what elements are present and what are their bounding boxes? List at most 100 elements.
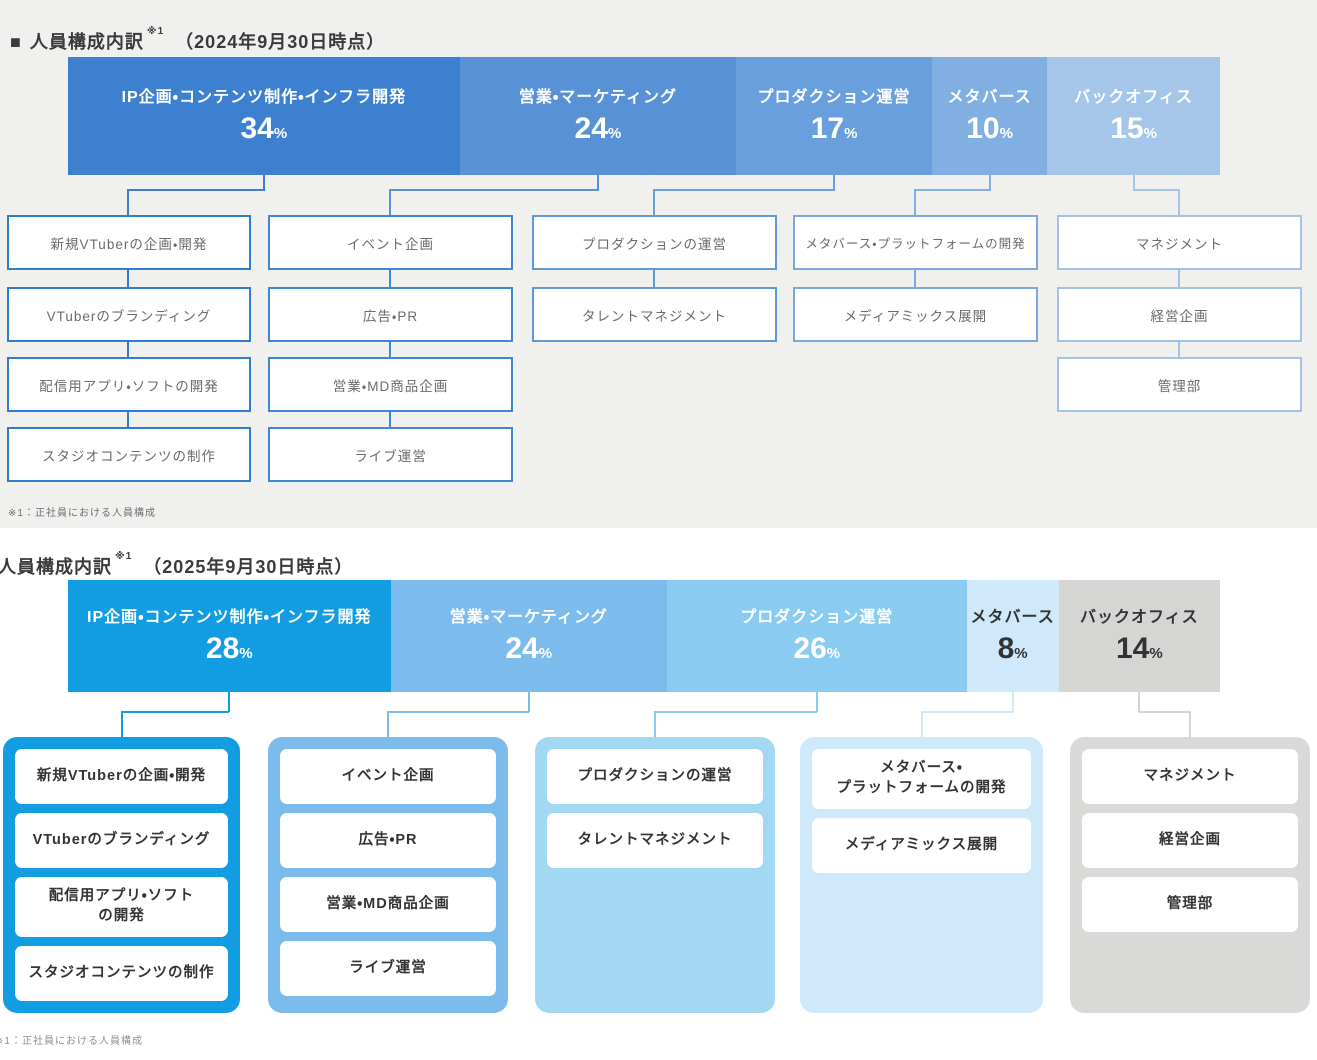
segment-percent: 26%	[793, 632, 841, 665]
breakdown-container: メタバース・ プラットフォームの開発 メディアミックス展開	[800, 737, 1043, 1013]
segment-label: 営業・マーケティング	[518, 89, 677, 106]
connector	[921, 711, 923, 737]
org-box: イベント企画	[280, 749, 496, 804]
org-box: マネジメント	[1057, 215, 1302, 270]
connector	[528, 692, 530, 712]
connector	[654, 189, 835, 191]
title-text: 人員構成内訳	[0, 556, 112, 577]
title-date: （2024年9月30日時点）	[175, 31, 386, 52]
org-box: メディアミックス展開	[793, 287, 1038, 342]
connector	[127, 270, 129, 287]
breakdown-container: プロダクションの運営 タレントマネジメント	[535, 737, 775, 1013]
segment-percent: 28%	[205, 632, 253, 665]
segment-label: バックオフィス	[1074, 89, 1193, 106]
segment-label: 営業・マーケティング	[449, 609, 608, 626]
org-box: 経営企画	[1082, 813, 1298, 868]
connector	[1133, 175, 1135, 191]
connector	[127, 189, 129, 215]
bar-segment: IP企画・コンテンツ制作・インフラ開発 28%	[68, 580, 391, 692]
org-box: タレントマネジメント	[532, 287, 777, 342]
org-box: プロダクションの運営	[547, 749, 763, 804]
segment-percent: 14%	[1115, 632, 1163, 665]
segment-label: IP企画・コンテンツ制作・インフラ開発	[87, 609, 372, 626]
segment-label: メタバース	[947, 89, 1032, 106]
bar-segment: メタバース 10%	[931, 57, 1048, 175]
connector	[816, 692, 818, 712]
segment-label: プロダクション運営	[740, 609, 894, 626]
segment-label: プロダクション運営	[757, 89, 911, 106]
connector	[597, 175, 599, 191]
connector	[1138, 692, 1140, 712]
connector	[833, 175, 835, 191]
org-box: メディアミックス展開	[812, 818, 1031, 873]
connector	[1178, 342, 1180, 357]
connector	[121, 711, 123, 737]
bar-segment: バックオフィス 14%	[1058, 580, 1220, 692]
bar-segment: プロダクション運営 17%	[736, 57, 932, 175]
org-box: VTuberのブランディング	[7, 287, 251, 342]
connector	[654, 711, 656, 737]
connector	[915, 189, 991, 191]
segment-percent: 15%	[1110, 112, 1157, 145]
org-box: 新規VTuberの企画・開発	[7, 215, 251, 270]
org-box: スタジオコンテンツの制作	[15, 946, 228, 1001]
breakdown-container: イベント企画 広告・PR 営業・MD商品企画 ライブ運営	[268, 737, 508, 1013]
breakdown-container: マネジメント 経営企画 管理部	[1070, 737, 1310, 1013]
connector	[914, 189, 916, 215]
connector	[390, 189, 599, 191]
connector	[653, 189, 655, 215]
connector	[389, 412, 391, 427]
connector	[127, 412, 129, 427]
bar-segment: バックオフィス 15%	[1047, 57, 1220, 175]
connector	[122, 711, 229, 713]
connector	[914, 270, 916, 287]
stacked-bar-2025: IP企画・コンテンツ制作・インフラ開発 28% 営業・マーケティング 24% プ…	[68, 580, 1220, 692]
connector	[655, 711, 817, 713]
connector	[263, 175, 265, 191]
breakdown-container: 新規VTuberの企画・開発 VTuberのブランディング 配信用アプリ・ソフト…	[3, 737, 240, 1013]
org-box: ライブ運営	[268, 427, 513, 482]
connector	[389, 342, 391, 357]
org-box: 広告・PR	[280, 813, 496, 868]
connector	[1178, 189, 1180, 215]
connector	[989, 175, 991, 191]
connector	[389, 189, 391, 215]
stacked-bar-2024: IP企画・コンテンツ制作・インフラ開発 34% 営業・マーケティング 24% プ…	[68, 57, 1220, 175]
square-bullet-icon: ■	[10, 31, 22, 52]
connector	[1178, 270, 1180, 287]
connector	[1189, 711, 1191, 737]
segment-percent: 24%	[574, 112, 622, 145]
org-box: 配信用アプリ・ソフト の開発	[15, 877, 228, 937]
bar-segment: IP企画・コンテンツ制作・インフラ開発 34%	[68, 57, 460, 175]
chart-title-2025: 人員構成内訳※1（2025年9月30日時点）	[0, 551, 354, 579]
org-box: メタバース・ プラットフォームの開発	[812, 749, 1031, 809]
connector	[127, 342, 129, 357]
footnote-2025: ※1：正社員における人員構成	[0, 1036, 143, 1047]
connector	[653, 270, 655, 287]
bar-segment: 営業・マーケティング 24%	[390, 580, 668, 692]
org-box: マネジメント	[1082, 749, 1298, 804]
footnote-2024: ※1：正社員における人員構成	[8, 508, 156, 519]
org-box: 営業・MD商品企画	[280, 877, 496, 932]
org-box: スタジオコンテンツの制作	[7, 427, 251, 482]
bar-segment: プロダクション運営 26%	[667, 580, 967, 692]
org-box: 広告・PR	[268, 287, 513, 342]
connector	[388, 711, 529, 713]
footnote-ref: ※1	[146, 25, 165, 37]
org-box: イベント企画	[268, 215, 513, 270]
org-box: 営業・MD商品企画	[268, 357, 513, 412]
connector	[1139, 711, 1191, 713]
connector	[922, 711, 1013, 713]
chart-title-2024: ■ 人員構成内訳※1 （2024年9月30日時点）	[10, 25, 386, 54]
segment-percent: 17%	[810, 112, 858, 145]
segment-percent: 10%	[966, 112, 1013, 145]
org-box: タレントマネジメント	[547, 813, 763, 868]
org-box: 経営企画	[1057, 287, 1302, 342]
org-box: 新規VTuberの企画・開発	[15, 749, 228, 804]
org-box: ライブ運営	[280, 941, 496, 996]
segment-percent: 34%	[240, 112, 288, 145]
title-text: 人員構成内訳	[29, 31, 144, 52]
connector	[228, 692, 230, 712]
title-date: （2025年9月30日時点）	[143, 556, 354, 577]
segment-label: メタバース	[970, 609, 1055, 626]
